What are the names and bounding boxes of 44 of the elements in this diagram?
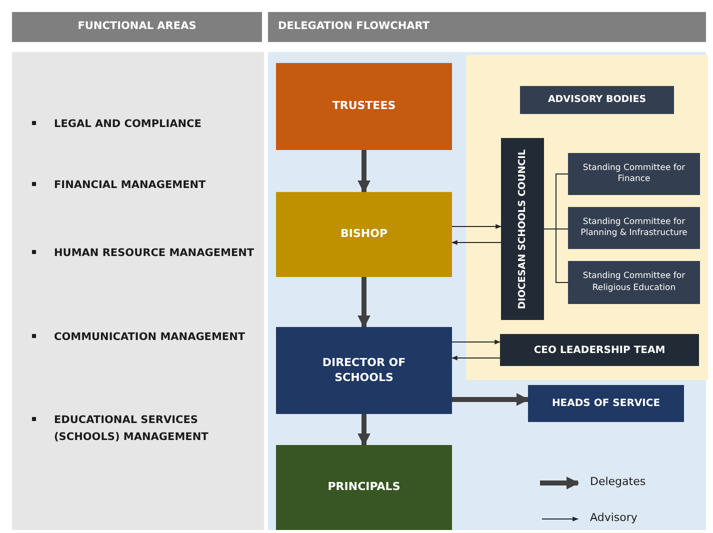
legend-text: Advisory [590,511,638,524]
committee-box [568,153,700,195]
heading-box [520,86,674,114]
team-box [500,334,699,366]
box-label: Standing Committee for Planning & Infrastructure [580,216,688,240]
panel-box [466,55,708,380]
box-label: FUNCTIONAL AREAS [78,20,196,34]
area-text: LEGAL AND COMPLIANCE [54,117,202,132]
committee-box [568,207,700,249]
arrow [452,393,530,406]
box-label: DIOCESAN SCHOOLS COUNCIL [516,148,528,311]
committee-box [568,261,700,304]
role-box [276,445,452,530]
box-label: PRINCIPALS [328,480,400,495]
box-label: Standing Committee for Finance [582,162,686,186]
box-label: Standing Committee for Religious Education [582,271,686,294]
arrow [452,224,502,229]
role-box [276,192,452,277]
area-text: EDUCATIONAL SERVICES (SCHOOLS) MANAGEMENT [54,413,210,445]
council-box [501,138,544,320]
arrow [358,414,370,446]
area-text: FINANCIAL MANAGEMENT [54,178,207,193]
box-label: CEO LEADERSHIP TEAM [534,344,666,356]
arrow [358,150,370,194]
arrow [452,340,501,344]
box-label: DIRECTOR OF SCHOOLS [321,356,407,385]
arrow [358,277,370,328]
box-label: TRUSTEES [332,99,396,114]
header-bar [268,12,706,42]
box-label: HEADS OF SERVICE [552,397,660,410]
area-text: COMMUNICATION MANAGEMENT [54,330,246,345]
header-bar [12,12,262,42]
area-text: HUMAN RESOURCE MANAGEMENT [54,246,256,261]
box-label: DELEGATION FLOWCHART [278,20,430,34]
box-label: BISHOP [340,227,388,242]
list-panel [12,52,264,530]
role-box [276,63,452,150]
service-box [528,385,684,422]
arrow [451,356,500,360]
arrow [451,240,502,245]
box-label: ADVISORY BODIES [548,94,646,106]
connector-line [544,228,568,283]
role-box [276,327,452,414]
legend-text: Delegates [590,475,646,488]
